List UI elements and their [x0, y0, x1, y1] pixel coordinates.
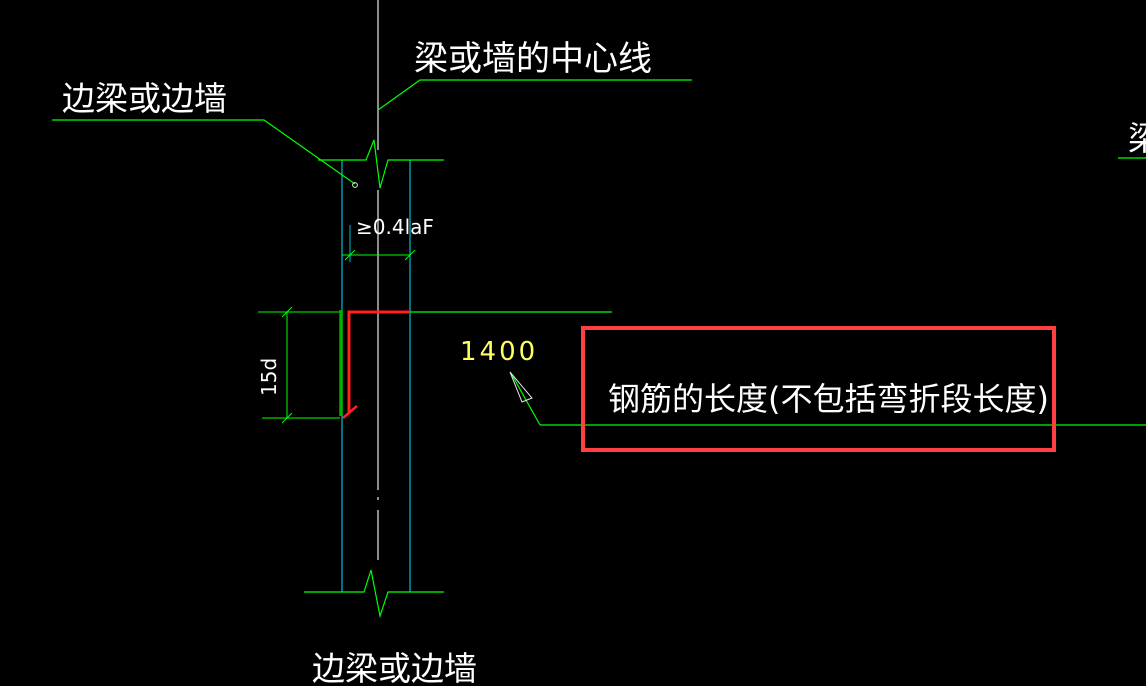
leader-dot	[352, 182, 358, 188]
label-hook-length: 15d	[257, 358, 281, 396]
rebar-hook-end	[342, 405, 358, 419]
label-right-partial: 梁	[1128, 119, 1146, 158]
hook-tick-top	[281, 306, 293, 318]
highlight-box	[581, 326, 1056, 452]
label-edge-bottom: 边梁或边墙	[312, 649, 477, 686]
arrow-head-icon	[509, 371, 533, 403]
hook-tick-bottom	[281, 412, 293, 424]
label-dimension-value: 1400	[460, 337, 538, 367]
anchor-tick-right	[404, 249, 416, 261]
rebar-horizontal	[347, 310, 410, 414]
label-edge-top: 边梁或边墙	[62, 79, 227, 118]
leader-centerline	[377, 79, 692, 111]
label-bar-length-note: 钢筋的长度(不包括弯折段长度)	[608, 380, 1049, 418]
break-line-bottom	[304, 569, 444, 619]
break-line-top	[318, 139, 444, 189]
label-centerline: 梁或墙的中心线	[414, 39, 652, 79]
leader-edge-top	[52, 119, 356, 185]
anchor-tick-left	[344, 249, 356, 261]
label-anchor-length: ≥0.4laF	[356, 215, 434, 239]
